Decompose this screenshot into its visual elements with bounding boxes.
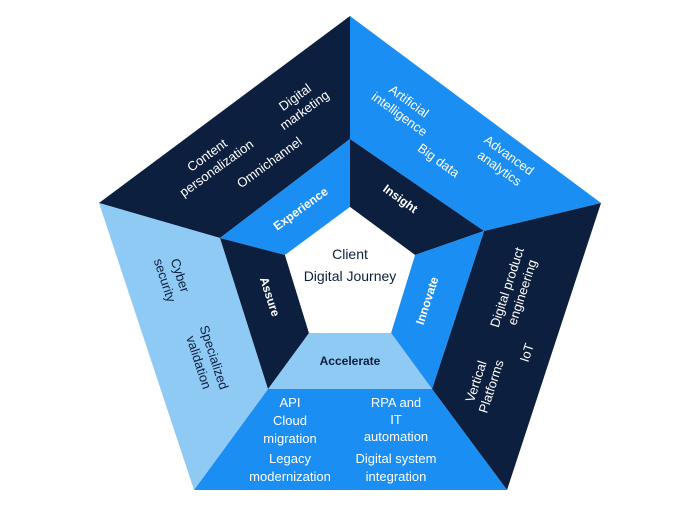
assure-band — [220, 238, 309, 389]
svg-text:modernization: modernization — [249, 469, 331, 484]
svg-text:RPA and: RPA and — [371, 395, 421, 410]
svg-text:Digital system: Digital system — [356, 451, 437, 466]
label-api: API — [280, 395, 301, 410]
insight-segment — [350, 16, 601, 231]
svg-text:Cloud: Cloud — [273, 413, 307, 428]
accelerate-band — [268, 333, 432, 389]
label-cloud-migration: Cloud migration — [263, 413, 316, 446]
experience-band — [220, 139, 350, 255]
center-pentagon — [285, 207, 415, 333]
svg-text:migration: migration — [263, 431, 316, 446]
accelerate-segment — [194, 389, 507, 490]
experience-segment — [99, 16, 350, 238]
label-legacy-modernization: Legacy modernization — [249, 451, 331, 484]
svg-text:automation: automation — [364, 429, 428, 444]
label-digital-system-integration: Digital system integration — [356, 451, 437, 484]
svg-text:integration: integration — [366, 469, 427, 484]
svg-text:Legacy: Legacy — [269, 451, 311, 466]
assure-segment — [99, 203, 268, 490]
band-label-accelerate: Accelerate — [320, 354, 381, 368]
center-title-line2: Digital Journey — [304, 268, 397, 284]
label-rpa-it-automation: RPA and IT automation — [364, 395, 428, 444]
svg-text:IT: IT — [390, 412, 402, 427]
insight-band — [350, 139, 484, 255]
center-title-line1: Client — [332, 246, 368, 262]
label-iot: IoT — [517, 341, 537, 364]
innovate-segment — [432, 203, 601, 490]
innovate-band — [391, 231, 484, 389]
